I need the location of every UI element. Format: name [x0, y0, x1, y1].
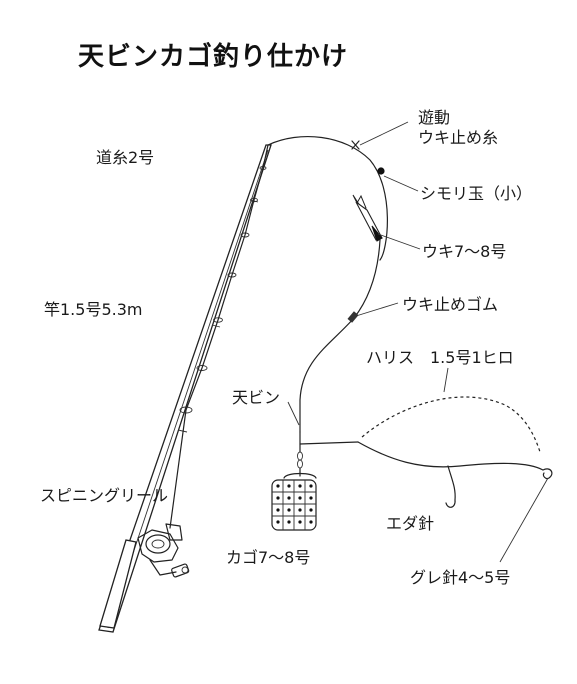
label-gure-bari: グレ針4～5号	[410, 568, 511, 587]
feeder-basket-icon	[271, 467, 317, 531]
label-michiito: 道糸2号	[96, 148, 155, 167]
label-tenbin: 天ビン	[232, 388, 281, 407]
rubber-stopper-icon	[347, 311, 359, 323]
label-sao: 竿1.5号5.3m	[44, 300, 143, 319]
label-yudo: 遊動	[418, 108, 451, 127]
hook-icon	[542, 468, 553, 480]
label-shimori: シモリ玉（小）	[420, 184, 533, 203]
label-kago: カゴ7～8号	[226, 548, 311, 567]
bead-icon	[377, 167, 385, 175]
label-reel: スピニングリール	[40, 486, 169, 505]
stop-knot-icon	[351, 140, 360, 150]
label-uki-dome-ito: ウキ止め糸	[418, 128, 499, 147]
label-uki-dome-gomu: ウキ止めゴム	[402, 295, 499, 314]
label-eda-bari: エダ針	[386, 514, 435, 533]
page-title: 天ビンカゴ釣り仕かけ	[78, 42, 349, 72]
leader-lines	[287, 121, 549, 563]
spinning-reel-icon	[137, 523, 190, 578]
eda-hook-icon	[445, 465, 456, 508]
label-uki: ウキ7～8号	[422, 242, 507, 261]
label-harisu: ハリス 1.5号1ヒロ	[366, 348, 514, 367]
float-icon	[352, 194, 383, 242]
